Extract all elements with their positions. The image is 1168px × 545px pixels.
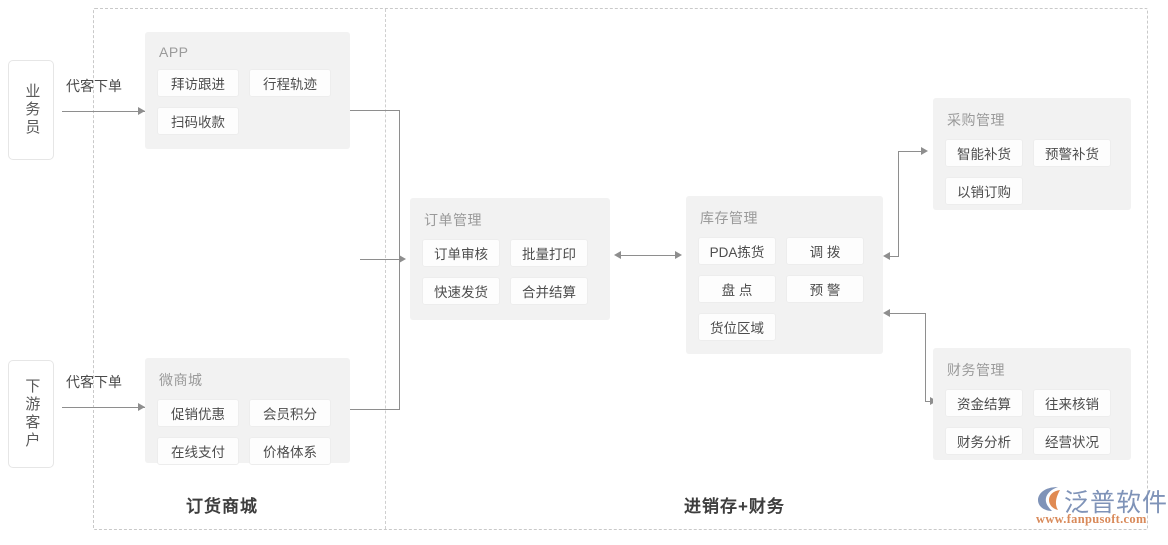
panel-title-app: APP bbox=[159, 44, 189, 60]
bracket-arrowhead-order bbox=[399, 255, 406, 263]
panel-title-finance: 财务管理 bbox=[947, 362, 1005, 378]
section-caption-order-mall: 订货商城 bbox=[186, 497, 258, 516]
watermark-brand-text: 泛普软件 bbox=[1064, 488, 1168, 517]
bracket-finance-bottom-line bbox=[925, 401, 933, 402]
chip-group-finance: 资金结算 往来核销 财务分析 经营状况 bbox=[945, 389, 1119, 455]
chip-order-3[interactable]: 合并结算 bbox=[510, 277, 588, 305]
chip-order-1[interactable]: 批量打印 bbox=[510, 239, 588, 267]
chip-stock-4[interactable]: 货位区域 bbox=[698, 313, 776, 341]
chip-group-stock: PDA拣货 调 拨 盘 点 预 警 货位区域 bbox=[698, 237, 871, 341]
chip-group-mall: 促销优惠 会员积分 在线支付 价格体系 bbox=[157, 399, 338, 465]
bracket-finance-top-line bbox=[890, 313, 926, 314]
flow-line-customer bbox=[62, 407, 145, 408]
chip-purchase-1[interactable]: 预警补货 bbox=[1033, 139, 1111, 167]
region-divider-dashed bbox=[385, 9, 386, 529]
chip-mall-2[interactable]: 在线支付 bbox=[157, 437, 239, 465]
chip-mall-3[interactable]: 价格体系 bbox=[249, 437, 331, 465]
chip-mall-0[interactable]: 促销优惠 bbox=[157, 399, 239, 427]
bidirectional-arrowhead-right bbox=[675, 251, 682, 259]
panel-title-mall: 微商城 bbox=[159, 372, 203, 388]
chip-group-order: 订单审核 批量打印 快速发货 合并结算 bbox=[422, 239, 598, 305]
panel-mall: 微商城 促销优惠 会员积分 在线支付 价格体系 bbox=[145, 358, 350, 465]
chip-finance-2[interactable]: 财务分析 bbox=[945, 427, 1023, 455]
bracket-purchase-top-line bbox=[898, 151, 926, 152]
chip-app-1[interactable]: 行程轨迹 bbox=[249, 69, 331, 97]
panel-app: APP 拜访跟进 行程轨迹 扫码收款 bbox=[145, 32, 350, 149]
bracket-finance-vertical bbox=[925, 313, 926, 402]
flow-arrowhead-salesman bbox=[138, 107, 145, 115]
chip-mall-1[interactable]: 会员积分 bbox=[249, 399, 331, 427]
actor-label-customer: 下游客户 bbox=[23, 378, 41, 450]
bracket-merge-line-left bbox=[360, 259, 400, 260]
bracket-purchase-bottom-line bbox=[890, 256, 899, 257]
bracket-arrowhead-stock-lower bbox=[883, 309, 890, 317]
fanpu-swoosh-icon bbox=[1038, 487, 1060, 511]
bracket-arrowhead-purchase bbox=[921, 147, 928, 155]
flow-label-salesman: 代客下单 bbox=[66, 78, 122, 94]
watermark-logo: 泛普软件 www.fanpusoft.com bbox=[1036, 483, 1168, 531]
chip-order-0[interactable]: 订单审核 bbox=[422, 239, 500, 267]
chip-stock-2[interactable]: 盘 点 bbox=[698, 275, 776, 303]
chip-group-purchase: 智能补货 预警补货 以销订购 bbox=[945, 139, 1119, 205]
panel-finance-management: 财务管理 资金结算 往来核销 财务分析 经营状况 bbox=[933, 348, 1131, 460]
panel-order-management: 订单管理 订单审核 批量打印 快速发货 合并结算 bbox=[410, 198, 610, 320]
chip-finance-3[interactable]: 经营状况 bbox=[1033, 427, 1111, 455]
chip-stock-1[interactable]: 调 拨 bbox=[786, 237, 864, 265]
panel-inventory-management: 库存管理 PDA拣货 调 拨 盘 点 预 警 货位区域 bbox=[686, 196, 883, 354]
section-caption-erp-finance: 进销存+财务 bbox=[684, 497, 785, 516]
chip-purchase-0[interactable]: 智能补货 bbox=[945, 139, 1023, 167]
chip-purchase-2[interactable]: 以销订购 bbox=[945, 177, 1023, 205]
bracket-purchase-vertical bbox=[898, 151, 899, 256]
bracket-top-stub-left bbox=[350, 110, 400, 111]
panel-title-purchase: 采购管理 bbox=[947, 112, 1005, 128]
flow-arrowhead-customer bbox=[138, 403, 145, 411]
bracket-bottom-stub-left bbox=[350, 409, 400, 410]
panel-title-order: 订单管理 bbox=[424, 212, 482, 228]
flow-line-salesman bbox=[62, 111, 145, 112]
actor-box-salesman: 业务员 bbox=[8, 60, 54, 160]
chip-app-0[interactable]: 拜访跟进 bbox=[157, 69, 239, 97]
bracket-arrowhead-stock-upper bbox=[883, 252, 890, 260]
panel-title-stock: 库存管理 bbox=[700, 210, 758, 226]
chip-order-2[interactable]: 快速发货 bbox=[422, 277, 500, 305]
chip-group-app: 拜访跟进 行程轨迹 扫码收款 bbox=[157, 69, 338, 135]
outer-dashed-region bbox=[93, 8, 1148, 530]
bidirectional-arrowhead-left bbox=[614, 251, 621, 259]
actor-label-salesman: 业务员 bbox=[23, 83, 41, 137]
chip-finance-1[interactable]: 往来核销 bbox=[1033, 389, 1111, 417]
bidirectional-line-order-stock bbox=[621, 255, 675, 256]
chip-app-2[interactable]: 扫码收款 bbox=[157, 107, 239, 135]
panel-purchase-management: 采购管理 智能补货 预警补货 以销订购 bbox=[933, 98, 1131, 210]
flow-label-customer: 代客下单 bbox=[66, 374, 122, 390]
chip-finance-0[interactable]: 资金结算 bbox=[945, 389, 1023, 417]
chip-stock-0[interactable]: PDA拣货 bbox=[698, 237, 776, 265]
watermark-url-text: www.fanpusoft.com bbox=[1036, 512, 1147, 526]
actor-box-customer: 下游客户 bbox=[8, 360, 54, 468]
chip-stock-3[interactable]: 预 警 bbox=[786, 275, 864, 303]
